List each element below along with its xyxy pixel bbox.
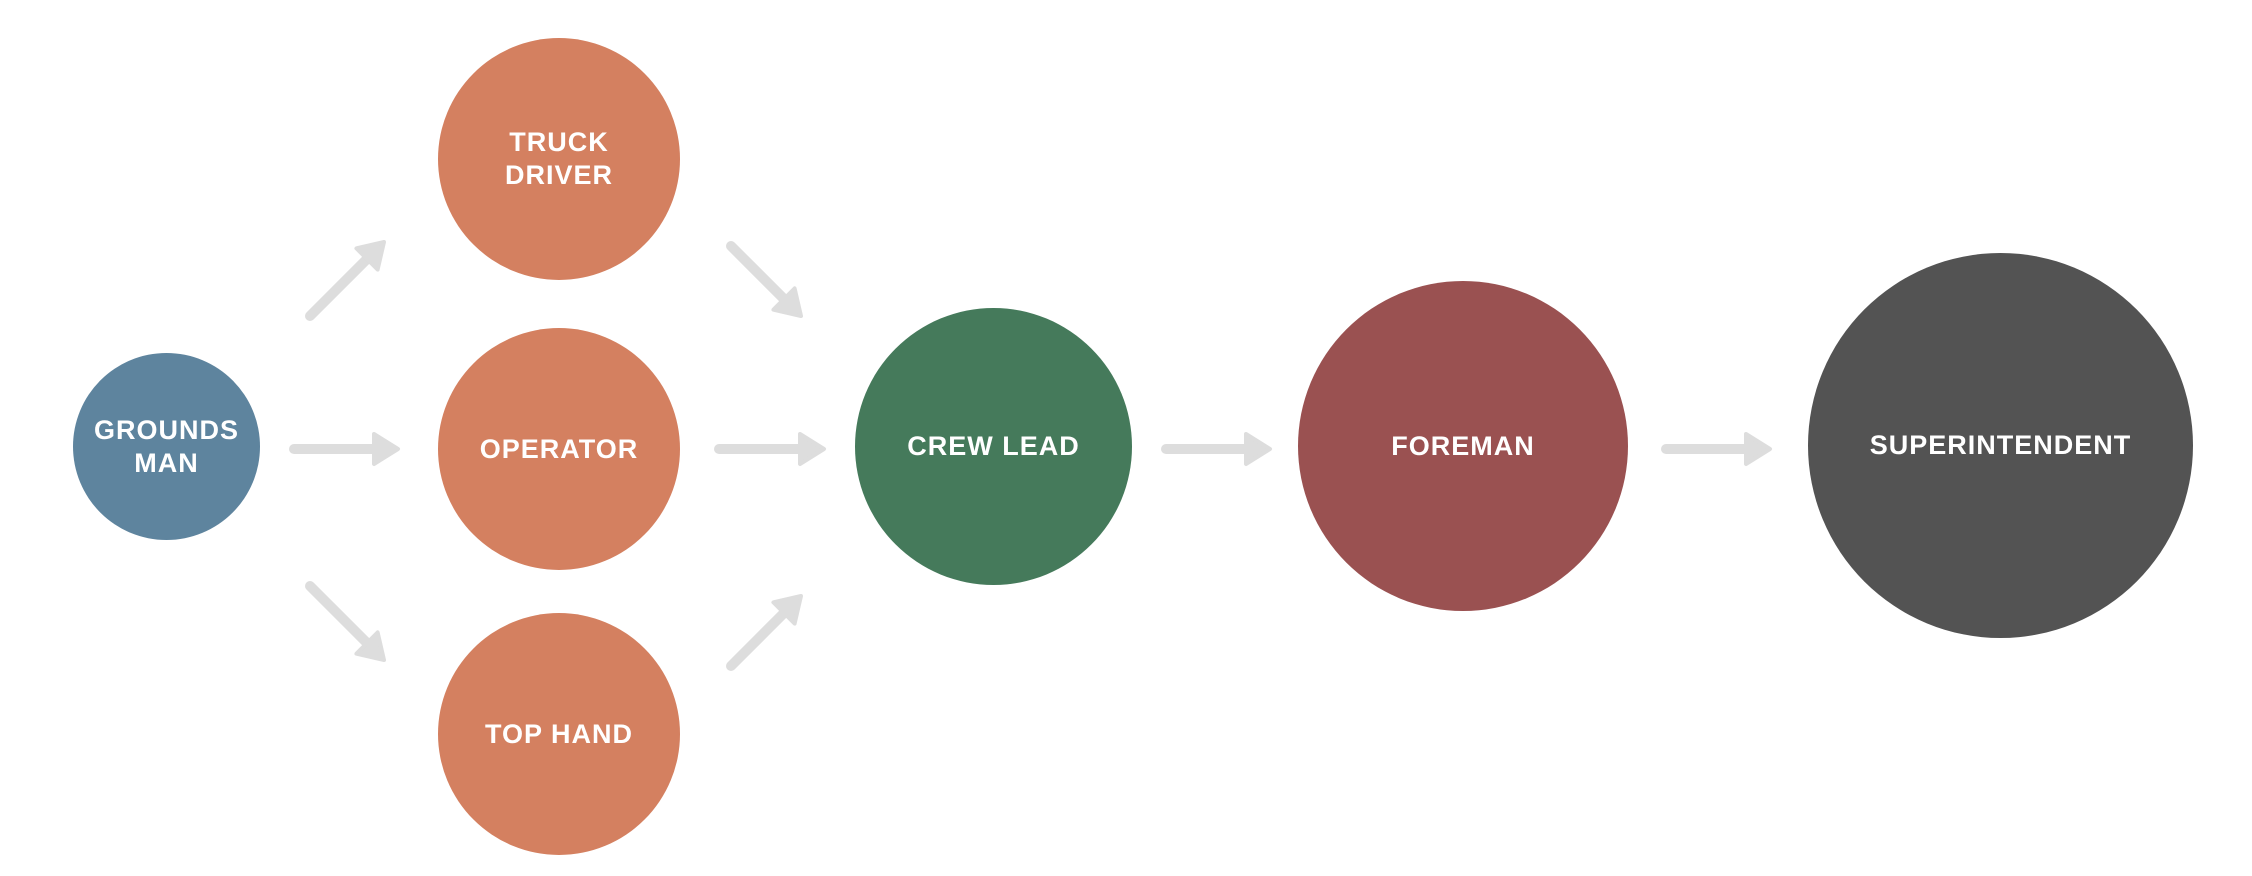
arrow-head bbox=[771, 286, 803, 318]
node-grounds-man: GROUNDS MAN bbox=[73, 353, 260, 540]
node-truck-driver: TRUCK DRIVER bbox=[438, 38, 680, 280]
arrow-head bbox=[1244, 432, 1272, 466]
node-crew-lead: CREW LEAD bbox=[855, 308, 1132, 585]
node-label-truck-driver: TRUCK DRIVER bbox=[504, 127, 613, 190]
arrow-shaft bbox=[305, 581, 374, 650]
node-label-grounds-man: GROUNDS MAN bbox=[93, 414, 239, 478]
node-label-superintendent: SUPERINTENDENT bbox=[1869, 430, 2132, 460]
arrow-head bbox=[798, 432, 826, 466]
arrow-head bbox=[372, 432, 400, 466]
arrow-shaft bbox=[305, 252, 374, 321]
arrow-foreman-to-superintendent bbox=[1661, 432, 1772, 466]
node-top-hand: TOP HAND bbox=[438, 613, 680, 855]
node-label-top-hand: TOP HAND bbox=[484, 718, 634, 749]
node-label-crew-lead: CREW LEAD bbox=[907, 431, 1080, 461]
arrow-shaft bbox=[726, 241, 791, 306]
arrow-truck-driver-to-crew-lead bbox=[726, 241, 803, 318]
node-superintendent: SUPERINTENDENT bbox=[1808, 253, 2193, 638]
arrow-grounds-man-to-top-hand bbox=[305, 581, 386, 662]
arrow-operator-to-crew-lead bbox=[714, 432, 826, 466]
arrow-head bbox=[1744, 432, 1772, 466]
arrow-top-hand-to-crew-lead bbox=[726, 594, 803, 671]
arrow-head bbox=[354, 630, 386, 662]
arrow-grounds-man-to-operator bbox=[289, 432, 400, 466]
node-label-operator: OPERATOR bbox=[479, 433, 639, 464]
node-label-foreman: FOREMAN bbox=[1391, 430, 1535, 461]
arrow-shaft bbox=[726, 606, 791, 671]
arrow-crew-lead-to-foreman bbox=[1161, 432, 1272, 466]
node-operator: OPERATOR bbox=[438, 328, 680, 570]
arrow-head bbox=[354, 240, 386, 272]
arrow-head bbox=[771, 594, 803, 626]
arrow-grounds-man-to-truck-driver bbox=[305, 240, 386, 321]
node-foreman: FOREMAN bbox=[1298, 281, 1628, 611]
